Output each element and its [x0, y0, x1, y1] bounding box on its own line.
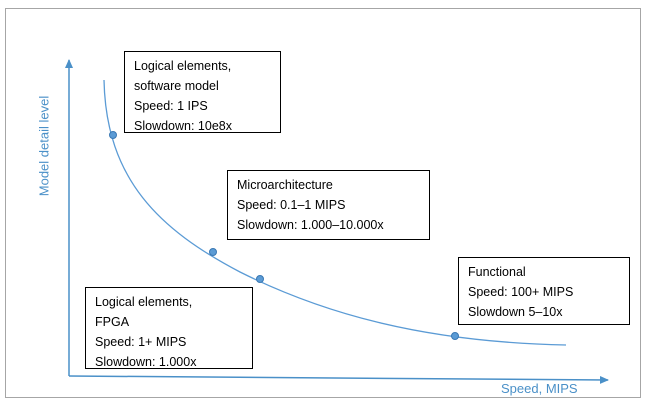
- box-line: Slowdown 5–10x: [468, 305, 563, 319]
- box-line: Microarchitecture: [237, 178, 333, 192]
- box-line: Logical elements,: [95, 295, 193, 309]
- box-line: Slowdown: 10e8x: [134, 119, 232, 133]
- tradeoff-curve: [103, 79, 567, 346]
- x-axis-label: Speed, MIPS: [501, 381, 578, 396]
- box-line: software model: [134, 79, 219, 93]
- box-line: Speed: 100+ MIPS: [468, 285, 574, 299]
- curve-point-fpga: [256, 275, 264, 283]
- software-model-box: Logical elements, software model Speed: …: [124, 51, 281, 133]
- box-line: Speed: 1 IPS: [134, 99, 208, 113]
- microarchitecture-box: Microarchitecture Speed: 0.1–1 MIPS Slow…: [227, 170, 430, 240]
- box-line: Logical elements,: [134, 59, 232, 73]
- y-axis-label: Model detail level: [36, 95, 52, 197]
- x-axis: [68, 375, 609, 384]
- box-line: Slowdown: 1.000–10.000x: [237, 218, 384, 232]
- box-line: Speed: 0.1–1 MIPS: [237, 198, 346, 212]
- box-line: Speed: 1+ MIPS: [95, 335, 187, 349]
- curve-point-functional: [451, 332, 459, 340]
- box-line: Slowdown: 1.000x: [95, 355, 197, 369]
- fpga-box: Logical elements, FPGA Speed: 1+ MIPS Sl…: [85, 287, 253, 369]
- box-line: Functional: [468, 265, 526, 279]
- curve-point-software-model: [109, 131, 117, 139]
- box-line: FPGA: [95, 315, 130, 329]
- curve-point-microarchitecture: [209, 248, 217, 256]
- functional-box: Functional Speed: 100+ MIPS Slowdown 5–1…: [458, 257, 630, 325]
